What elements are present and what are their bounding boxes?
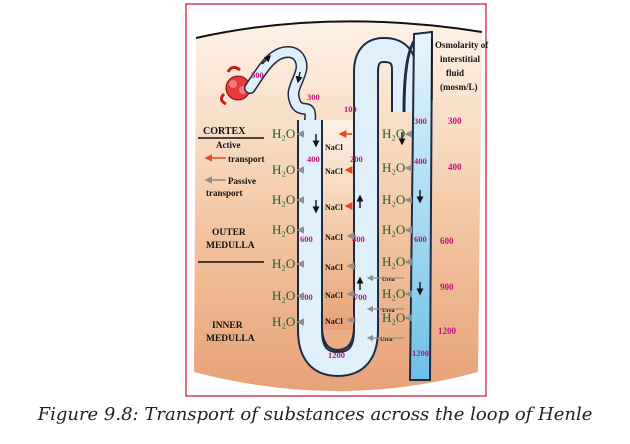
water-label: H₂O: [382, 126, 405, 141]
water-label: H₂O: [382, 192, 405, 207]
tubule-value-dt-300: 300: [414, 116, 427, 126]
tubule-value-cd-1200: 1200: [412, 348, 429, 358]
nacl-label: NaCl: [325, 291, 344, 300]
water-label: H₂O: [272, 126, 295, 141]
descending-water-efflux: H₂O H₂O H₂O H₂O H₂O H₂O H₂O: [272, 126, 295, 329]
water-label: H₂O: [382, 254, 405, 269]
urea-label: Urea: [382, 277, 395, 283]
osmolarity-value: 1200: [438, 326, 457, 336]
nacl-label: NaCl: [325, 167, 344, 176]
flow-arrows: [261, 55, 424, 296]
nacl-label: NaCl: [325, 143, 344, 152]
water-label: H₂O: [382, 310, 405, 325]
osmolarity-value: 600: [440, 236, 454, 246]
passive-transport-label-2: transport: [206, 188, 243, 198]
inner-medulla-label-2: MEDULLA: [206, 334, 255, 344]
tubule-value-desc-400: 400: [307, 154, 320, 164]
outer-medulla-label-2: MEDULLA: [206, 241, 255, 251]
tubule-value-asc-200: 200: [350, 154, 363, 164]
tubule-value-cd-600: 600: [414, 234, 427, 244]
water-label: H₂O: [382, 222, 405, 237]
water-label: H₂O: [272, 288, 295, 303]
water-label: H₂O: [272, 192, 295, 207]
tubule-value-bottom: 1200: [328, 350, 345, 360]
passive-transport-label: Passive: [228, 176, 256, 186]
osmolarity-header-4: (mosm/L): [440, 82, 478, 92]
tubule-value-asc-400: 400: [352, 234, 365, 244]
nacl-label: NaCl: [325, 203, 344, 212]
water-label: H₂O: [272, 314, 295, 329]
osmolarity-value: 300: [448, 116, 462, 126]
inner-medulla-label-1: INNER: [212, 321, 243, 331]
nacl-label: NaCl: [325, 263, 344, 272]
cortex-label: CORTEX: [203, 126, 246, 137]
osmolarity-scale: 300 400 600 900 1200: [438, 116, 462, 336]
tubule-value-proximal: 300: [307, 92, 320, 102]
osmolarity-header-2: interstitial: [440, 54, 480, 64]
collecting-duct: [408, 30, 434, 381]
tubule-value-desc-600: 600: [300, 234, 313, 244]
osmolarity-value: 900: [440, 282, 454, 292]
tubule-value-desc-900: 900: [300, 292, 313, 302]
urea-label: Urea: [380, 337, 393, 343]
nacl-label: NaCl: [325, 233, 344, 242]
nacl-label: NaCl: [325, 317, 344, 326]
tubule-value-asc-700: 700: [354, 292, 367, 302]
tubule-value-glomerulus: 300: [251, 70, 264, 80]
water-label: H₂O: [382, 286, 405, 301]
osmolarity-header-1: Osmolarity of: [435, 40, 489, 50]
water-label: H₂O: [272, 162, 295, 177]
water-label: H₂O: [272, 256, 295, 271]
water-label: H₂O: [382, 160, 405, 175]
cortex-top-edge: [195, 20, 483, 39]
figure-caption: Figure 9.8: Transport of substances acro…: [37, 404, 593, 425]
active-transport-label-2: transport: [228, 154, 265, 164]
osmolarity-value: 400: [448, 162, 462, 172]
water-label: H₂O: [272, 222, 295, 237]
urea-label: Urea: [382, 308, 395, 314]
outer-medulla-label-1: OUTER: [212, 228, 246, 238]
tubule-value-top: 100: [344, 104, 357, 114]
osmolarity-header-3: fluid: [446, 68, 464, 78]
tubule-value-cd-400: 400: [414, 156, 427, 166]
active-transport-label: Active: [216, 140, 241, 150]
